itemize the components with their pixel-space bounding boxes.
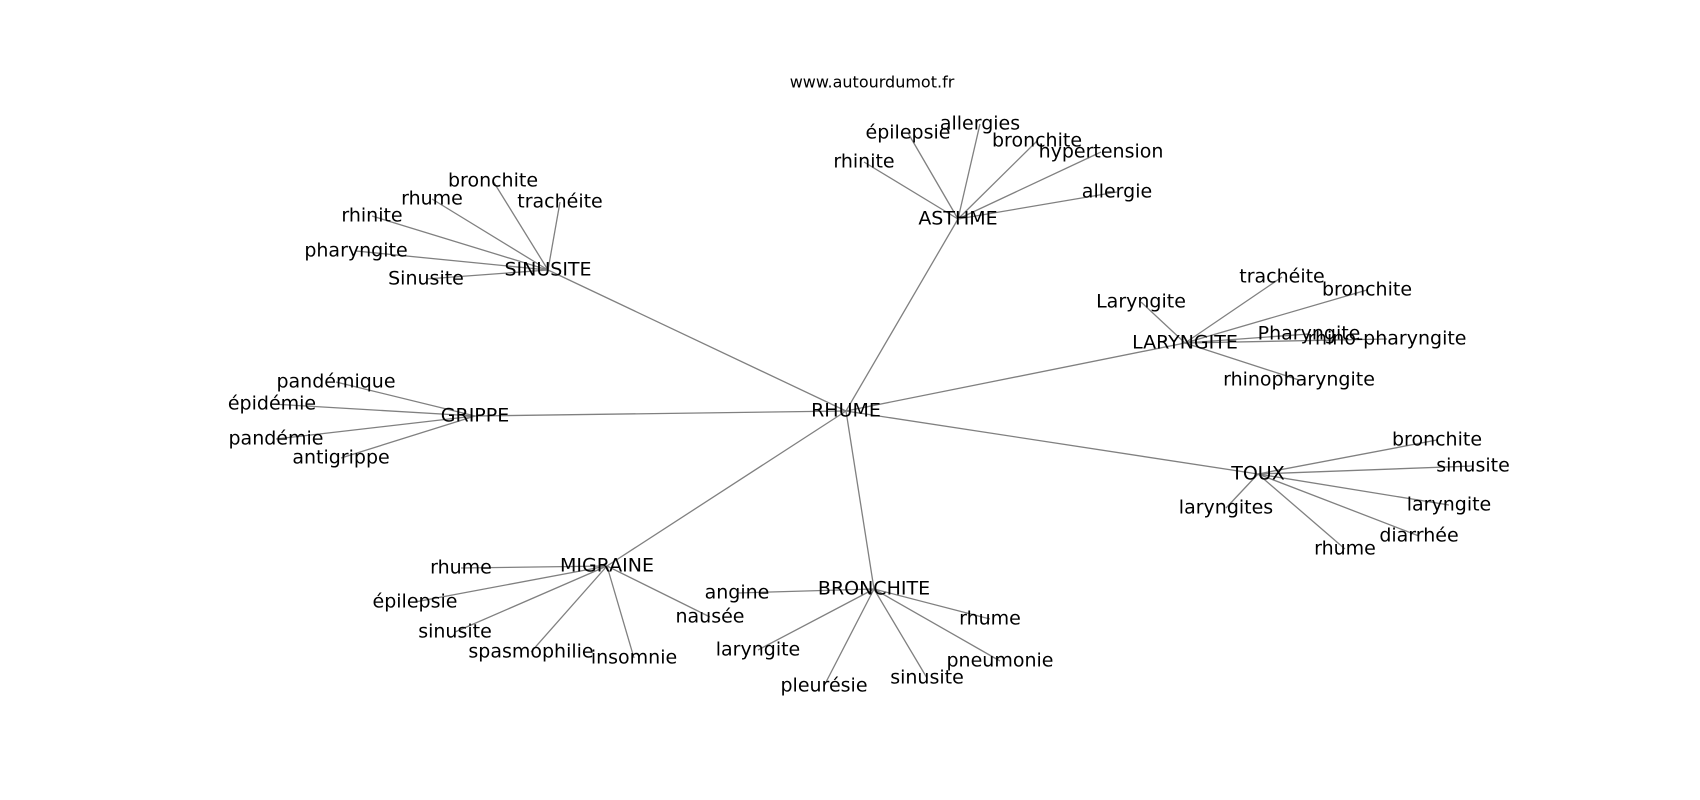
edge-hub-leaf xyxy=(606,565,635,659)
edge-hub-leaf xyxy=(1257,473,1450,506)
hub-node: SINUSITE xyxy=(504,259,591,281)
edge-hub-leaf xyxy=(736,588,875,594)
edge-root-hub xyxy=(845,218,959,412)
leaf-node: pharyngite xyxy=(304,240,407,262)
leaf-node: laryngites xyxy=(1179,497,1273,519)
edge-root-hub xyxy=(606,410,847,567)
hub-node: LARYNGITE xyxy=(1132,332,1238,354)
edge-hub-leaf xyxy=(355,250,549,271)
leaf-node: nausée xyxy=(675,606,744,628)
edge-hub-leaf xyxy=(371,215,549,271)
edge-hub-leaf xyxy=(271,403,476,417)
leaf-node: épidémie xyxy=(228,393,316,415)
leaf-node: rhinopharyngite xyxy=(1223,369,1375,391)
edge-hub-leaf xyxy=(873,588,928,679)
graph-labels: www.autourdumot.fr RHUMEASTHMEépilepsiea… xyxy=(228,73,1510,697)
edge-hub-leaf xyxy=(757,588,875,651)
edge-hub-leaf xyxy=(1184,276,1283,344)
edge-root-hub xyxy=(845,342,1186,412)
edge-hub-leaf xyxy=(1257,473,1346,550)
leaf-node: bronchite xyxy=(1392,429,1482,451)
leaf-node: pleurésie xyxy=(780,675,867,697)
leaf-node: sinusite xyxy=(1436,455,1510,477)
edge-hub-leaf xyxy=(492,180,549,271)
leaf-node: bronchite xyxy=(1322,279,1412,301)
leaf-node: pneumonie xyxy=(947,650,1054,672)
leaf-node: bronchite xyxy=(992,130,1082,152)
leaf-node: rhume xyxy=(401,188,463,210)
edge-hub-leaf xyxy=(1184,333,1310,344)
leaf-node: rhinite xyxy=(341,205,402,227)
leaf-node: rhinite xyxy=(833,151,894,173)
hub-node: BRONCHITE xyxy=(818,578,930,600)
leaf-node: antigrippe xyxy=(292,447,389,469)
leaf-node: angine xyxy=(705,582,770,604)
root-node: RHUME xyxy=(811,400,881,422)
edge-hub-leaf xyxy=(1257,465,1474,475)
leaf-node: insomnie xyxy=(591,647,677,669)
edge-hub-leaf xyxy=(957,140,1038,220)
edge-hub-leaf xyxy=(335,381,476,417)
edge-root-hub xyxy=(474,410,847,417)
leaf-node: sinusite xyxy=(418,621,492,643)
leaf-node: épilepsie xyxy=(866,122,951,144)
leaf-node: spasmophilie xyxy=(468,641,593,663)
edge-hub-leaf xyxy=(1257,473,1420,537)
edge-root-hub xyxy=(547,269,847,412)
edge-hub-leaf xyxy=(873,588,991,620)
edge-hub-leaf xyxy=(863,161,959,220)
leaf-node: hypertension xyxy=(1039,141,1164,163)
leaf-node: allergie xyxy=(1082,181,1152,203)
edge-hub-leaf xyxy=(454,565,608,633)
graph-edges xyxy=(271,123,1474,687)
edge-hub-leaf xyxy=(414,565,608,603)
leaf-node: bronchite xyxy=(448,170,538,192)
edge-hub-leaf xyxy=(1140,301,1186,344)
leaf-node: pandémie xyxy=(229,428,324,450)
edge-hub-leaf xyxy=(431,198,549,271)
edge-hub-leaf xyxy=(530,565,608,653)
leaf-node: laryngite xyxy=(716,639,801,661)
edge-hub-leaf xyxy=(1225,473,1259,509)
edge-hub-leaf xyxy=(823,588,875,687)
edge-hub-leaf xyxy=(425,269,549,280)
edge-hub-leaf xyxy=(873,588,1001,662)
leaf-node: allergies xyxy=(940,113,1020,135)
leaf-node: diarrhée xyxy=(1379,525,1458,547)
edge-hub-leaf xyxy=(957,123,981,220)
edge-hub-leaf xyxy=(1184,289,1368,344)
leaf-node: Pharyngite xyxy=(1258,323,1361,345)
source-url: www.autourdumot.fr xyxy=(790,73,955,92)
edge-hub-leaf xyxy=(340,415,476,459)
hub-node: ASTHME xyxy=(918,208,997,230)
edge-hub-leaf xyxy=(1184,338,1388,344)
hub-node: TOUX xyxy=(1230,463,1284,485)
leaf-node: pandémique xyxy=(276,371,395,393)
edge-hub-leaf xyxy=(1257,439,1438,475)
leaf-node: rhume xyxy=(959,608,1021,630)
hub-node: MIGRAINE xyxy=(560,555,654,577)
leaf-node: Sinusite xyxy=(388,268,464,290)
leaf-node: laryngite xyxy=(1407,494,1492,516)
edge-hub-leaf xyxy=(1184,342,1300,381)
leaf-node: rhino-pharyngite xyxy=(1308,328,1467,350)
edge-hub-leaf xyxy=(957,191,1118,220)
leaf-node: sinusite xyxy=(890,667,964,689)
edge-hub-leaf xyxy=(547,201,561,271)
edge-hub-leaf xyxy=(907,132,959,220)
edge-root-hub xyxy=(845,410,1259,475)
leaf-node: trachéite xyxy=(1239,266,1325,288)
edge-hub-leaf xyxy=(606,565,711,618)
edge-root-hub xyxy=(845,410,875,590)
leaf-node: trachéite xyxy=(517,191,603,213)
leaf-node: rhume xyxy=(430,557,492,579)
edge-hub-leaf xyxy=(275,415,476,440)
hub-node: GRIPPE xyxy=(441,405,509,427)
leaf-node: Laryngite xyxy=(1096,291,1186,313)
edge-hub-leaf xyxy=(957,151,1102,220)
edge-hub-leaf xyxy=(460,565,608,569)
leaf-node: rhume xyxy=(1314,538,1376,560)
leaf-node: épilepsie xyxy=(373,591,458,613)
